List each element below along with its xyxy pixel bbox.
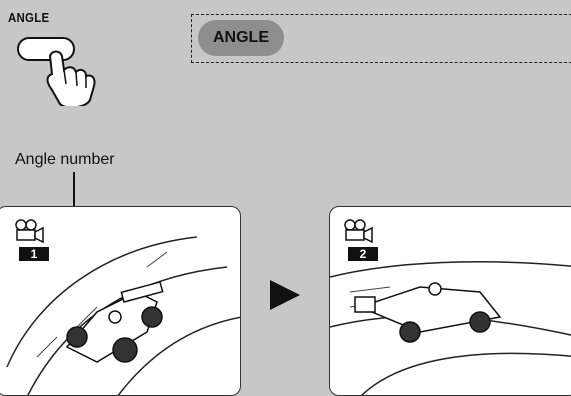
next-angle-arrow-icon [270, 280, 300, 310]
angle-button-label: ANGLE [8, 10, 49, 25]
angle-number-value: 1 [19, 247, 49, 261]
hand-pressing-button-illustration [12, 26, 122, 106]
camera-icon [11, 217, 53, 247]
tv-screen-angle-1: 1 [0, 206, 241, 396]
camera-icon [340, 217, 382, 247]
angle-number-value: 2 [348, 247, 378, 261]
tv-screen-angle-2: 2 [329, 206, 571, 396]
osd-angle-indicator: ANGLE [198, 20, 284, 56]
angle-indicator-badge: 2 [340, 217, 382, 267]
angle-number-callout-label: Angle number [15, 151, 115, 169]
angle-indicator-badge: 1 [11, 217, 53, 267]
